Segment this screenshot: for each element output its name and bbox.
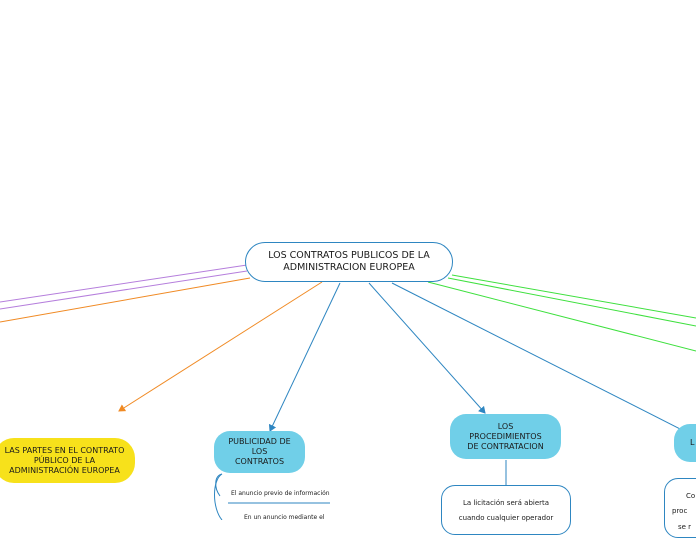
root-node[interactable]: LOS CONTRATOS PUBLICOS DE LA ADMINISTRAC… [245, 242, 453, 282]
connector-publicidad-sub-2 [214, 473, 223, 520]
connector-green-2 [447, 277, 696, 327]
root-title-line2: ADMINISTRACION EUROPEA [283, 262, 415, 273]
connector-green-3 [427, 281, 696, 352]
publicidad-item-2[interactable]: En un anuncio mediante el [244, 514, 325, 520]
procedimientos-item-1[interactable]: La licitación será abierta cuando cualqu… [441, 485, 571, 535]
node-partes[interactable]: LAS PARTES EN EL CONTRATO PÚBLICO DE LA … [0, 438, 135, 483]
node-partes-line1: LAS PARTES EN EL CONTRATO [4, 445, 125, 455]
root-title-line1: LOS CONTRATOS PUBLICOS DE LA [268, 250, 430, 262]
node-procedimientos-line3: DE CONTRATACION [467, 441, 544, 451]
node-publicidad-line1: PUBLICIDAD DE [228, 437, 291, 446]
connector-purple-1 [0, 264, 248, 303]
node-publicidad-line3: CONTRATOS [234, 457, 285, 466]
node-procedimientos[interactable]: LOS PROCEDIMIENTOS DE CONTRATACION [450, 414, 561, 459]
node-publicidad-line2: LOS [251, 447, 268, 456]
right-item-1-line3: se r [678, 522, 692, 531]
node-partes-line3: ADMINISTRACIÓN EUROPEA [9, 465, 120, 475]
connector-canvas [0, 264, 696, 520]
connector-purple-2 [0, 270, 248, 310]
right-item-1-line1: Co [686, 492, 696, 500]
connector-blue-procedimientos [368, 282, 486, 414]
right-item-1-line2: proc [672, 507, 688, 516]
right-item-1[interactable]: Co proc se r [664, 478, 696, 538]
node-procedimientos-line2: PROCEDIMIENTOS [469, 431, 542, 441]
node-partes-line2: PÚBLICO DE LA [33, 455, 96, 465]
connector-blue-right [391, 282, 696, 438]
connector-orange-1 [0, 277, 251, 323]
procedimientos-item-1-line2: cuando cualquier operador [458, 514, 554, 523]
node-right[interactable]: L [674, 424, 696, 462]
procedimientos-item-1-line1: La licitación será abierta [462, 499, 550, 507]
publicidad-item-1[interactable]: El anuncio previo de información [231, 490, 330, 497]
connector-orange-partes [118, 281, 323, 412]
connector-blue-publicidad [268, 282, 341, 432]
node-procedimientos-line1: LOS [497, 421, 514, 431]
connector-green-1 [451, 274, 696, 319]
node-publicidad[interactable]: PUBLICIDAD DE LOS CONTRATOS [214, 431, 305, 473]
node-right-label: L [690, 438, 695, 447]
